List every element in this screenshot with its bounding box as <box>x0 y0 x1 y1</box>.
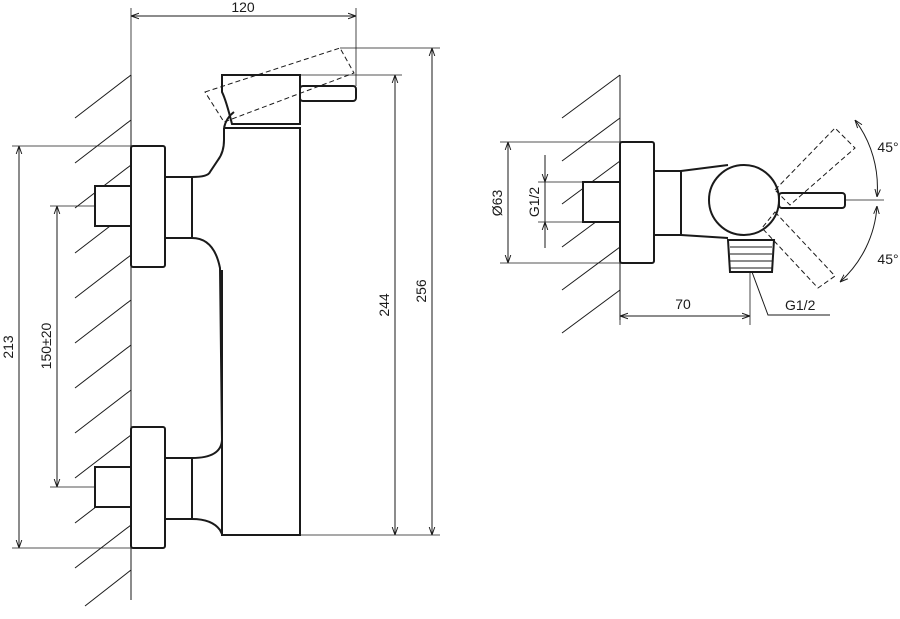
side-lever-handle <box>778 192 846 209</box>
mixer-body <box>221 127 301 536</box>
lower-arm <box>191 518 223 535</box>
bottom-nut <box>164 457 193 520</box>
dimension-213-label: 213 <box>0 335 16 359</box>
bottom-wall-pipe <box>94 466 132 508</box>
dimension-70-label: 70 <box>675 296 691 312</box>
leader-g12-bottom <box>751 271 830 316</box>
side-outlet-thread <box>726 239 776 273</box>
angle-down-label: 45° <box>877 251 898 267</box>
dimension-d63-label: Ø63 <box>489 190 505 217</box>
side-view: Ø63 G1/2 70 G1/2 45° 45° <box>489 74 899 334</box>
wall-hatching <box>74 74 132 607</box>
angle-arc-down <box>840 206 877 282</box>
top-wall-pipe <box>94 185 132 227</box>
dimension-244-label: 244 <box>376 293 392 317</box>
top-flange <box>130 145 166 268</box>
side-cartridge <box>708 164 780 236</box>
upper-arm <box>191 128 225 178</box>
dimension-120-label: 120 <box>231 0 255 15</box>
side-body <box>680 164 729 239</box>
front-view: 120 256 244 213 150±20 <box>0 0 440 607</box>
curved-bridge <box>191 237 224 459</box>
lever-handle <box>299 85 357 102</box>
side-lever-alt-down <box>761 211 836 289</box>
side-nut <box>653 170 682 236</box>
lever-neck <box>223 111 235 129</box>
lever-alt-position <box>204 47 355 123</box>
dimension-150-label: 150±20 <box>38 322 54 369</box>
bottom-flange <box>130 426 166 549</box>
angle-up-label: 45° <box>877 139 898 155</box>
lever-base <box>221 74 301 125</box>
dimension-g12-bottom-label: G1/2 <box>785 297 816 313</box>
top-nut <box>164 176 193 239</box>
angle-arc-up <box>855 120 877 197</box>
side-wall-pipe <box>582 181 621 223</box>
dimension-256-label: 256 <box>413 279 429 303</box>
side-flange <box>619 141 655 264</box>
thread-lines <box>730 246 772 269</box>
dimension-g12-side-label: G1/2 <box>526 187 542 218</box>
